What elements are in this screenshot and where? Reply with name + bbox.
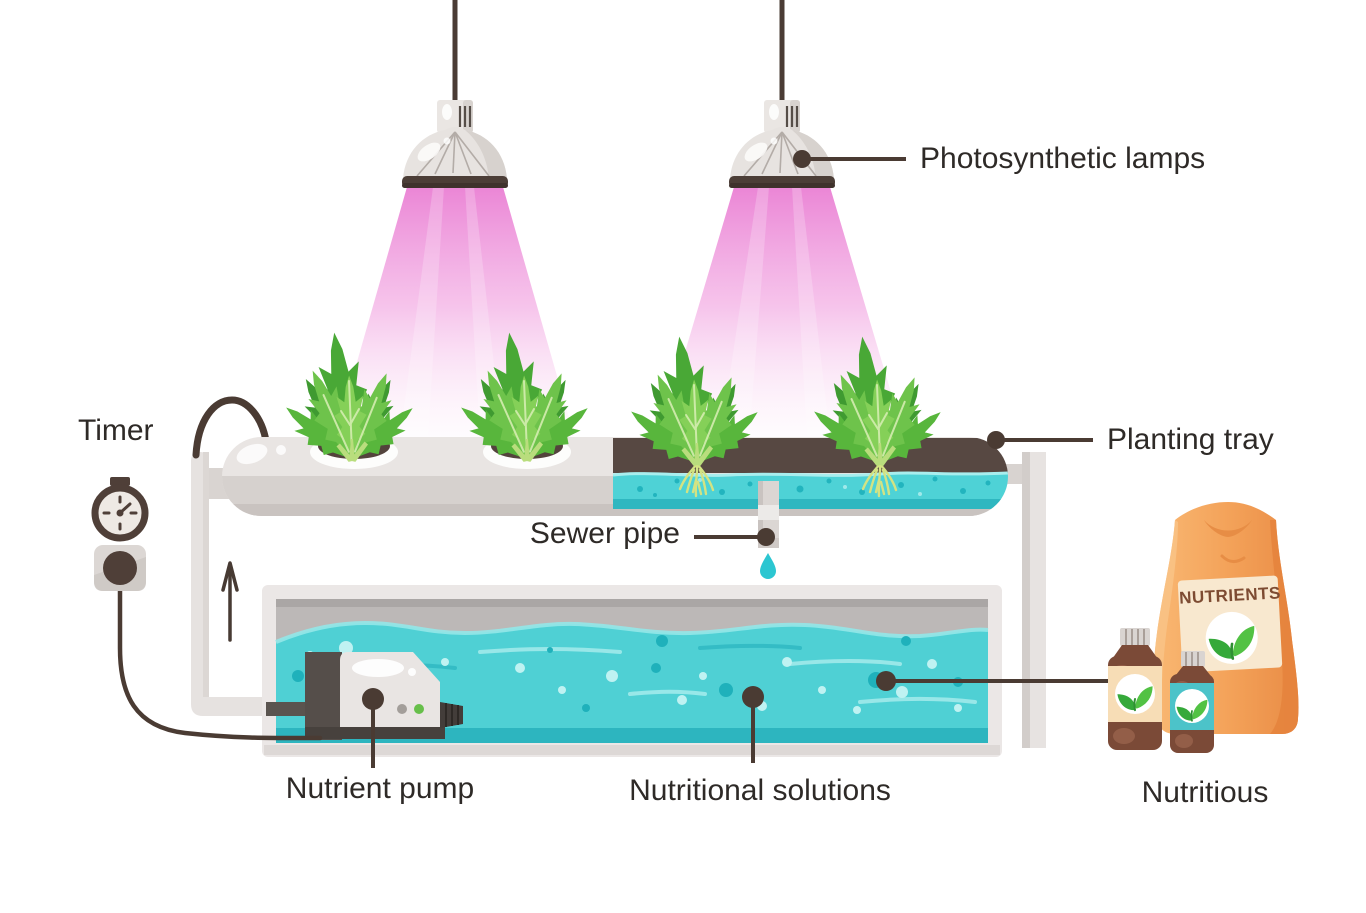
- label-sewer-pipe: Sewer pipe: [529, 517, 680, 550]
- tank-icon: [262, 585, 1002, 757]
- label-planting-tray: Planting tray: [1107, 423, 1274, 456]
- label-timer: Timer: [78, 414, 154, 447]
- pump-indicator-gray: [397, 704, 407, 714]
- power-wire: [117, 581, 323, 741]
- cable-icon: [192, 396, 270, 459]
- tray-leg: [1002, 452, 1046, 748]
- pump-indicator-green: [414, 704, 424, 714]
- callouts: [362, 150, 1112, 768]
- up-arrow-icon: [221, 561, 239, 642]
- power-outlet-icon: [94, 545, 146, 591]
- label-photosynthetic-lamps: Photosynthetic lamps: [920, 142, 1206, 175]
- label-nutrient-pump: Nutrient pump: [285, 772, 475, 805]
- stopwatch-icon: [91, 477, 149, 542]
- grow-lamp-icon: [400, 0, 510, 190]
- callout-dot-tray: [987, 431, 1005, 449]
- label-nutritional-solutions: Nutritional solutions: [629, 774, 891, 807]
- callout-dot-sewer: [757, 528, 775, 546]
- nutrient-bottle-icon: [1108, 628, 1162, 750]
- water-drop-icon: [760, 553, 776, 579]
- pump-icon: [266, 652, 463, 740]
- label-nutritious: Nutritious: [1141, 776, 1269, 809]
- nutrient-bottle-icon: [1170, 651, 1214, 753]
- callout-dot-lamps: [793, 150, 811, 168]
